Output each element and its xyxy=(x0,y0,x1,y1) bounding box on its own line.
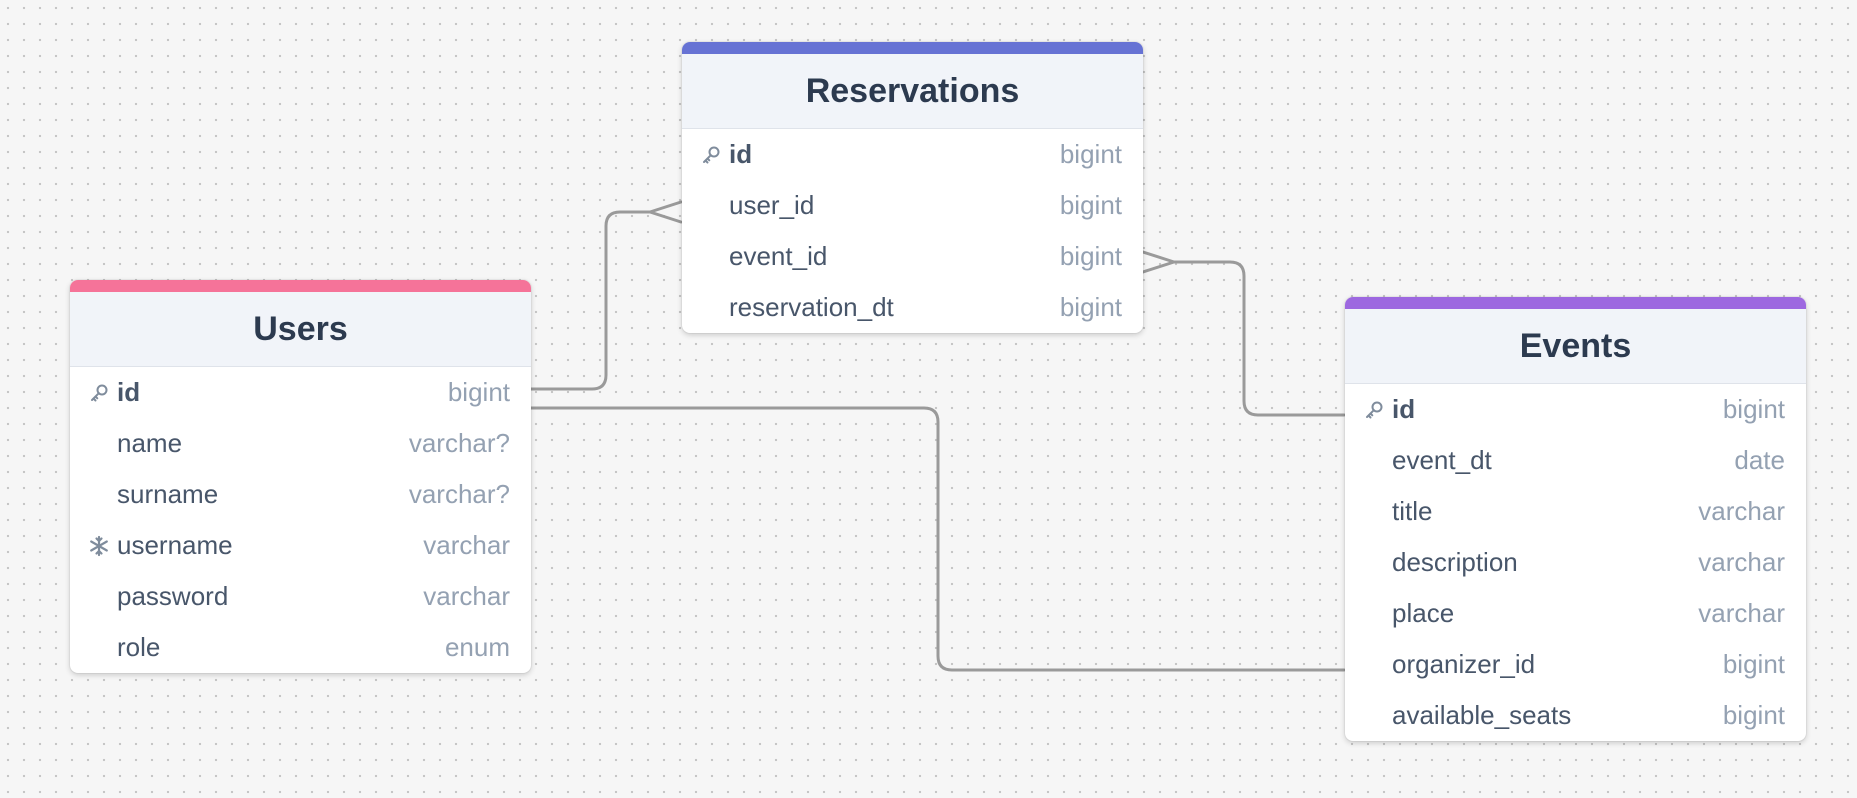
key-icon xyxy=(700,144,722,166)
column-name: id xyxy=(117,377,141,407)
column-row-name[interactable]: name varchar? xyxy=(70,418,531,469)
column-name: event_dt xyxy=(1392,445,1492,475)
column-row-id[interactable]: id bigint xyxy=(682,129,1143,180)
relation-users-events[interactable] xyxy=(529,406,1346,672)
table-title: Events xyxy=(1519,326,1632,365)
key-icon xyxy=(88,382,110,404)
column-type: bigint xyxy=(1059,292,1122,322)
column-name: name xyxy=(117,428,183,458)
column-name: id xyxy=(1392,394,1416,424)
column-row-password[interactable]: password varchar xyxy=(70,571,531,622)
relation-users-reservations[interactable] xyxy=(529,200,683,391)
column-name: organizer_id xyxy=(1392,649,1536,679)
table-reservations[interactable]: Reservations id bigint user_id bigint ev… xyxy=(682,42,1143,333)
column-type: varchar? xyxy=(408,479,510,509)
table-header[interactable]: Reservations xyxy=(682,54,1143,129)
table-users[interactable]: Users id bigint name varchar? surname va… xyxy=(70,280,531,673)
column-type: varchar xyxy=(423,581,510,611)
column-row-reservation-dt[interactable]: reservation_dt bigint xyxy=(682,282,1143,333)
column-name: id xyxy=(729,139,753,169)
column-name: title xyxy=(1392,496,1433,526)
column-type: varchar? xyxy=(408,428,510,458)
table-accent-bar xyxy=(1345,297,1806,309)
column-row-organizer-id[interactable]: organizer_id bigint xyxy=(1345,639,1806,690)
column-type: bigint xyxy=(1722,649,1785,679)
column-row-id[interactable]: id bigint xyxy=(1345,384,1806,435)
table-events[interactable]: Events id bigint event_dt date title var… xyxy=(1345,297,1806,741)
column-type: bigint xyxy=(447,377,510,407)
column-name: available_seats xyxy=(1392,700,1572,730)
column-type: bigint xyxy=(1059,241,1122,271)
column-type: bigint xyxy=(1722,700,1785,730)
table-accent-bar xyxy=(682,42,1143,54)
column-row-role[interactable]: role enum xyxy=(70,622,531,673)
column-name: description xyxy=(1392,547,1518,577)
column-row-available-seats[interactable]: available_seats bigint xyxy=(1345,690,1806,741)
column-name: username xyxy=(117,530,233,560)
column-type: date xyxy=(1734,445,1785,475)
column-type: enum xyxy=(444,632,510,662)
column-name: surname xyxy=(117,479,219,509)
column-name: event_id xyxy=(729,241,828,271)
column-type: bigint xyxy=(1722,394,1785,424)
table-title: Users xyxy=(253,309,348,348)
column-type: varchar xyxy=(423,530,510,560)
column-name: user_id xyxy=(729,190,815,220)
table-header[interactable]: Users xyxy=(70,292,531,367)
column-type: bigint xyxy=(1059,139,1122,169)
column-name: reservation_dt xyxy=(729,292,894,322)
column-row-surname[interactable]: surname varchar? xyxy=(70,469,531,520)
table-accent-bar xyxy=(70,280,531,292)
column-type: varchar xyxy=(1698,496,1785,526)
column-row-id[interactable]: id bigint xyxy=(70,367,531,418)
key-icon xyxy=(1363,399,1385,421)
column-name: password xyxy=(117,581,229,611)
column-row-event-dt[interactable]: event_dt date xyxy=(1345,435,1806,486)
column-type: varchar xyxy=(1698,547,1785,577)
column-row-title[interactable]: title varchar xyxy=(1345,486,1806,537)
table-title: Reservations xyxy=(805,71,1020,110)
unique-icon xyxy=(88,535,110,557)
column-type: bigint xyxy=(1059,190,1122,220)
column-row-username[interactable]: username varchar xyxy=(70,520,531,571)
relation-events-reservations[interactable] xyxy=(1141,250,1346,417)
column-row-description[interactable]: description varchar xyxy=(1345,537,1806,588)
column-name: role xyxy=(117,632,161,662)
table-header[interactable]: Events xyxy=(1345,309,1806,384)
column-row-user-id[interactable]: user_id bigint xyxy=(682,180,1143,231)
column-row-event-id[interactable]: event_id bigint xyxy=(682,231,1143,282)
column-name: place xyxy=(1392,598,1455,628)
column-row-place[interactable]: place varchar xyxy=(1345,588,1806,639)
column-type: varchar xyxy=(1698,598,1785,628)
